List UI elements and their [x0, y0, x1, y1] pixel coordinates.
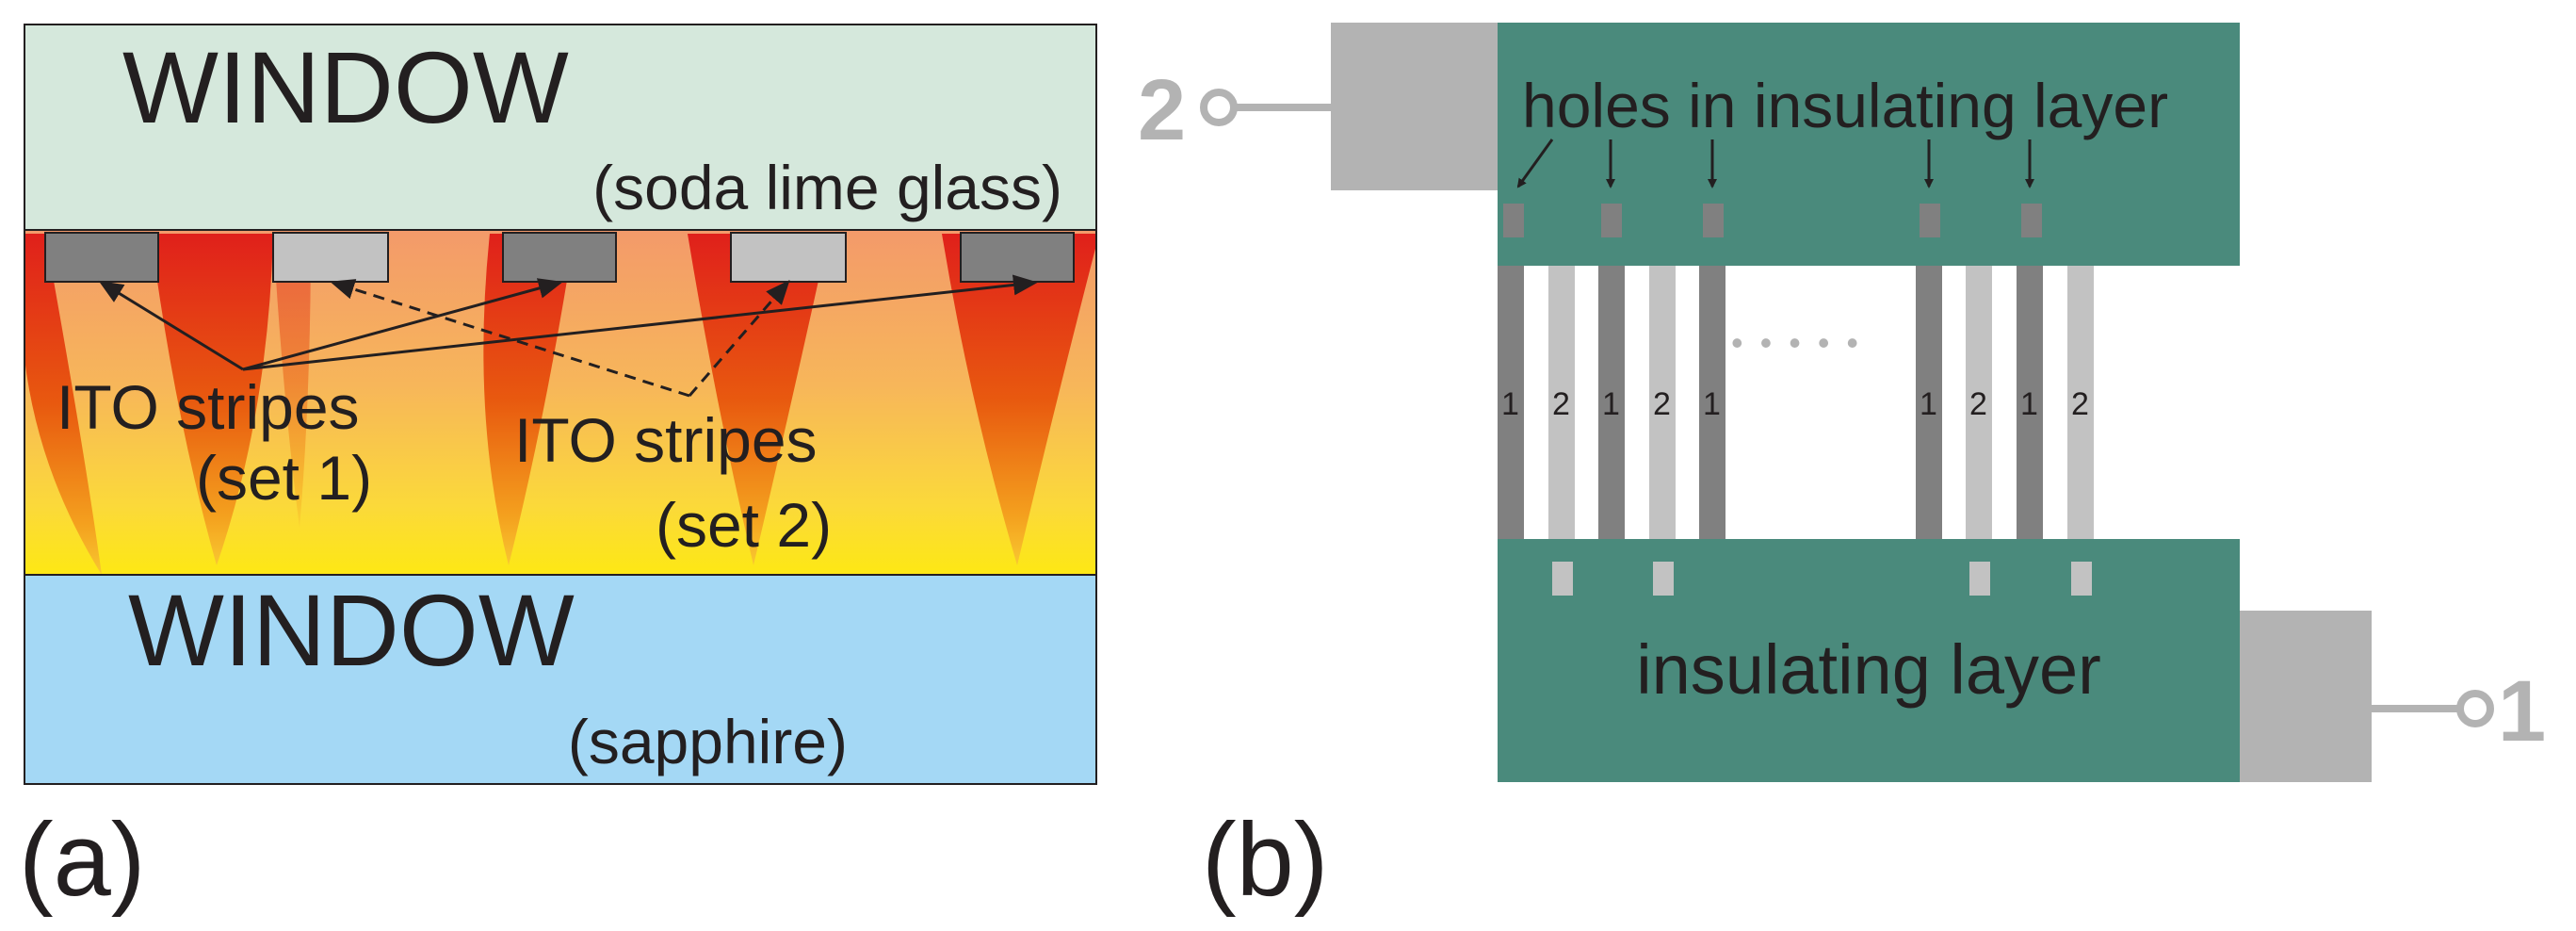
electrode-stripe-set1: [2017, 266, 2043, 539]
terminal-2-node: [1200, 89, 1238, 126]
terminal-2-label: 2: [1138, 62, 1186, 158]
hole: [1920, 204, 1940, 237]
electrode-stripe-set1: [1699, 266, 1725, 539]
hole: [1653, 562, 1674, 596]
terminal-1-label: 1: [2498, 663, 2546, 760]
bottom-window: [24, 574, 1097, 785]
hole-arrows: [1516, 139, 2034, 188]
electrode-stripe-set2: [1649, 266, 1676, 539]
holes-label: holes in insulating layer: [1522, 71, 2168, 140]
set1-label-line1: ITO stripes: [57, 372, 360, 442]
insulating-layer-bottom: [1498, 539, 2240, 782]
hole: [1503, 204, 1524, 237]
electrode-stripe-set2: [2067, 266, 2094, 539]
top-window: [24, 24, 1097, 231]
stripe-label: 2: [2071, 386, 2089, 422]
stripe-labels: 1 2 1 2 1 1 2 1 2: [1501, 386, 2089, 422]
ito-stripe-set2: [730, 232, 847, 283]
stripe-label: 1: [1602, 386, 1620, 422]
electrode-stripe-set1: [1916, 266, 1942, 539]
hole: [1703, 204, 1724, 237]
hole: [1969, 562, 1990, 596]
set2-label-line2: (set 2): [656, 490, 832, 560]
electrode-stripe-set2: [1548, 266, 1575, 539]
bottom-window-title: WINDOW: [128, 573, 575, 687]
top-window-material: (soda lime glass): [592, 153, 1062, 222]
ito-stripe-set1: [960, 232, 1075, 283]
panel-a: WINDOW (soda lime glass) WINDOW (sapphir…: [19, 24, 1097, 918]
set2-label-line1: ITO stripes: [514, 405, 818, 475]
ito-stripe-set1: [502, 232, 617, 283]
panel-b: 2 holes in insulating layer: [1138, 23, 2546, 918]
contact-pad-bottom: [2240, 611, 2372, 782]
hole: [1552, 562, 1573, 596]
panel-a-label: (a): [19, 802, 145, 918]
ito-stripe-set2: [272, 232, 389, 283]
stripe-label: 2: [1552, 386, 1570, 422]
electrode-stripes: [1498, 266, 2094, 539]
ellipsis: • • • • •: [1731, 323, 1862, 362]
stripe-label: 2: [1653, 386, 1671, 422]
top-holes: [1503, 204, 2042, 237]
bottom-holes: [1552, 562, 2092, 596]
ito-stripe-set1: [44, 232, 159, 283]
ito-stripes: [44, 232, 1075, 283]
electrode-stripe-set1: [1498, 266, 1524, 539]
set1-arrows: [98, 274, 1038, 371]
electrode-stripe-set1: [1598, 266, 1625, 539]
set2-arrows: [330, 279, 790, 398]
hole: [1601, 204, 1622, 237]
stripe-label: 1: [1703, 386, 1721, 422]
top-window-title: WINDOW: [122, 30, 569, 144]
hole: [2021, 204, 2042, 237]
hole: [2071, 562, 2092, 596]
contact-pad-top: [1331, 23, 1498, 190]
stripe-label: 1: [2020, 386, 2038, 422]
electrode-stripe-set2: [1966, 266, 1992, 539]
stripe-label: 1: [1501, 386, 1519, 422]
bottom-window-material: (sapphire): [568, 707, 848, 776]
terminal-1-node: [2456, 690, 2494, 727]
insulating-layer-label: insulating layer: [1636, 630, 2101, 709]
stripe-label: 1: [1920, 386, 1937, 422]
stripe-label: 2: [1969, 386, 1987, 422]
set1-label-line2: (set 1): [196, 443, 372, 513]
panel-b-label: (b): [1202, 802, 1328, 918]
